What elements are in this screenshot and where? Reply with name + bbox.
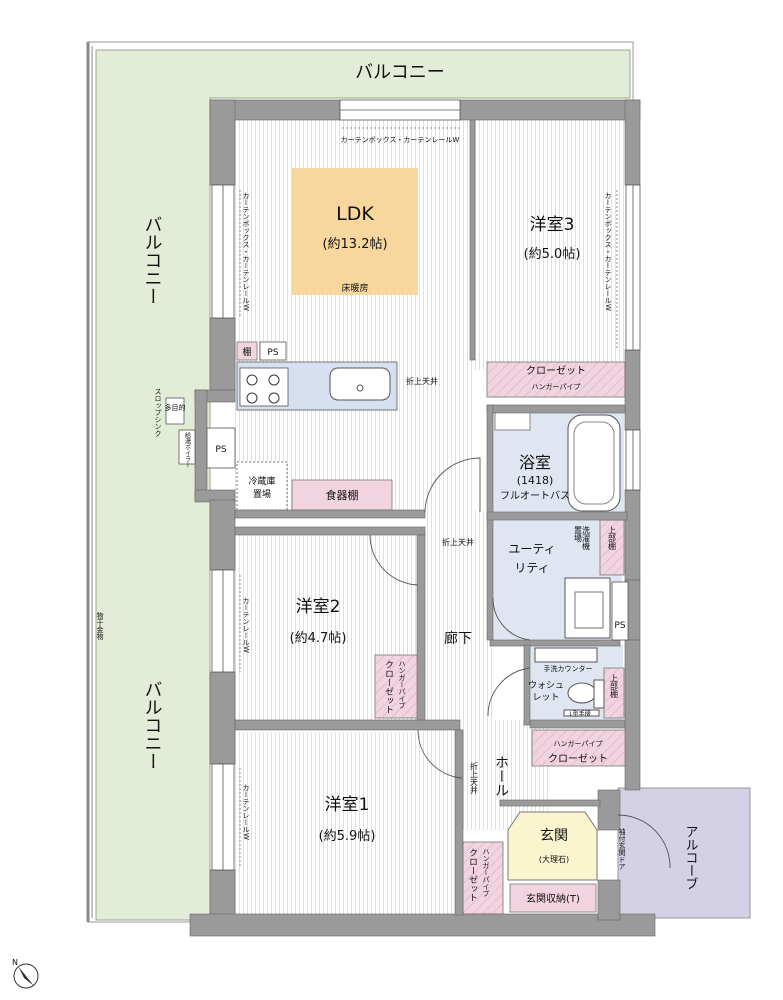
ldk-highlight (292, 168, 418, 295)
ceiling-label-2: 折上天井 (442, 537, 474, 547)
walls (189, 99, 656, 937)
drying-hardware-label: 物干金物 (96, 611, 104, 641)
ldk-name: LDK (336, 203, 374, 225)
utility-boxes (165, 397, 196, 465)
room3-name: 洋室3 (530, 215, 575, 235)
closet-hall-label: クローゼット (548, 753, 608, 765)
bath-note: フルオートバス (500, 490, 570, 502)
door-swings (369, 457, 671, 869)
fridge-label-line2: 置場 (253, 488, 271, 500)
windows (211, 99, 641, 871)
ps-label-1: PS (267, 348, 278, 358)
closet-room1-label: クローゼット (467, 848, 478, 902)
curtain-room1-label: カーテンレールW (242, 784, 250, 840)
hanger-pipe-room1-label: ハンガーパイプ (482, 848, 490, 897)
fridge-space (236, 461, 288, 511)
upper-cabinet-toilet-label: 上部棚 (610, 674, 619, 699)
toilet-line1: ウォシュ (528, 680, 564, 691)
kitchen-counter (236, 361, 398, 411)
alcove-label: アルコーブ (683, 825, 698, 890)
sanitary-fixtures (534, 577, 611, 717)
hanger-pipe-room2-label: ハンガーパイプ (398, 660, 406, 709)
entrance-note: (大理石) (539, 854, 569, 864)
compass-icon: N (12, 958, 39, 989)
washer-label-line2: 置場 (574, 526, 583, 543)
room1-size: (約5.9帖) (319, 829, 376, 844)
curtain-top-label: カーテンボックス・カーテンレールW (341, 136, 460, 144)
curtain-room3-label: カーテンボックス・カーテンレールW (604, 192, 612, 311)
hall-label: ホール (493, 755, 509, 797)
bath-size: (1418) (517, 474, 554, 487)
entrance-storage-label: 玄関収納(T) (526, 892, 580, 905)
ps-label-3: PS (614, 621, 625, 631)
curtain-ldk-left-label: カーテンボックス・カーテンレールW (242, 192, 250, 311)
compass-north-label: N (12, 958, 18, 967)
alcove (617, 787, 751, 919)
shelf-label: 棚 (242, 346, 251, 358)
hanger-pipe-room3-label: ハンガーパイプ (532, 382, 581, 391)
room3-size: (約5.0帖) (524, 247, 581, 262)
room2-name: 洋室2 (296, 597, 341, 617)
slop-sink-label: スロップシンク (154, 388, 162, 437)
room2-size: (約4.7帖) (290, 631, 347, 646)
hanger-pipe-hall-label: ハンガーパイプ (554, 739, 603, 748)
balcony-left-upper-label: バルコニー (142, 215, 163, 305)
ldk-size: (約13.2帖) (322, 237, 387, 252)
balcony-top-label: バルコニー (355, 62, 445, 83)
water-heater-label: 給湯ボイラー (184, 431, 191, 468)
ceiling-label-3: 折上天井 (470, 761, 479, 795)
upper-cabinet-utility-label: 上部棚 (608, 526, 617, 551)
balcony-left-lower-label: バルコニー (142, 680, 163, 770)
utility-name-line1: ユーティ (508, 542, 555, 556)
corridor-label: 廊下 (444, 630, 472, 647)
floor-heating-label: 床暖房 (341, 282, 368, 294)
bath-name: 浴室 (519, 453, 551, 472)
utility-name-line2: リティ (514, 561, 549, 575)
door-label: 袖付玄関ドア (618, 827, 626, 870)
bathtub (494, 411, 621, 512)
room1-name: 洋室1 (325, 795, 370, 815)
curtain-room2-label: カーテンレールW (242, 597, 250, 653)
multi-purpose-label: 多目的 (165, 403, 186, 412)
ps-boxes (206, 341, 629, 641)
dish-shelf-label: 食器棚 (326, 488, 359, 502)
hand-wash-label: 手洗カウンター (544, 664, 593, 673)
storage-areas (236, 341, 627, 915)
toilet-line2: レット (532, 693, 559, 703)
ceiling-label-1: 折上天井 (406, 376, 438, 386)
ps-label-2: PS (215, 445, 226, 455)
fridge-label-line1: 冷蔵庫 (248, 475, 275, 487)
entrance-name: 玄関 (540, 827, 568, 844)
washer-label-line1: 洗濯機 (582, 525, 591, 551)
curtain-lines (239, 127, 618, 868)
closet-room2-label: クローゼット (383, 660, 394, 714)
closet-room3-label: クローゼット (526, 365, 586, 377)
l-handrail-label: L型手摺 (569, 710, 590, 718)
